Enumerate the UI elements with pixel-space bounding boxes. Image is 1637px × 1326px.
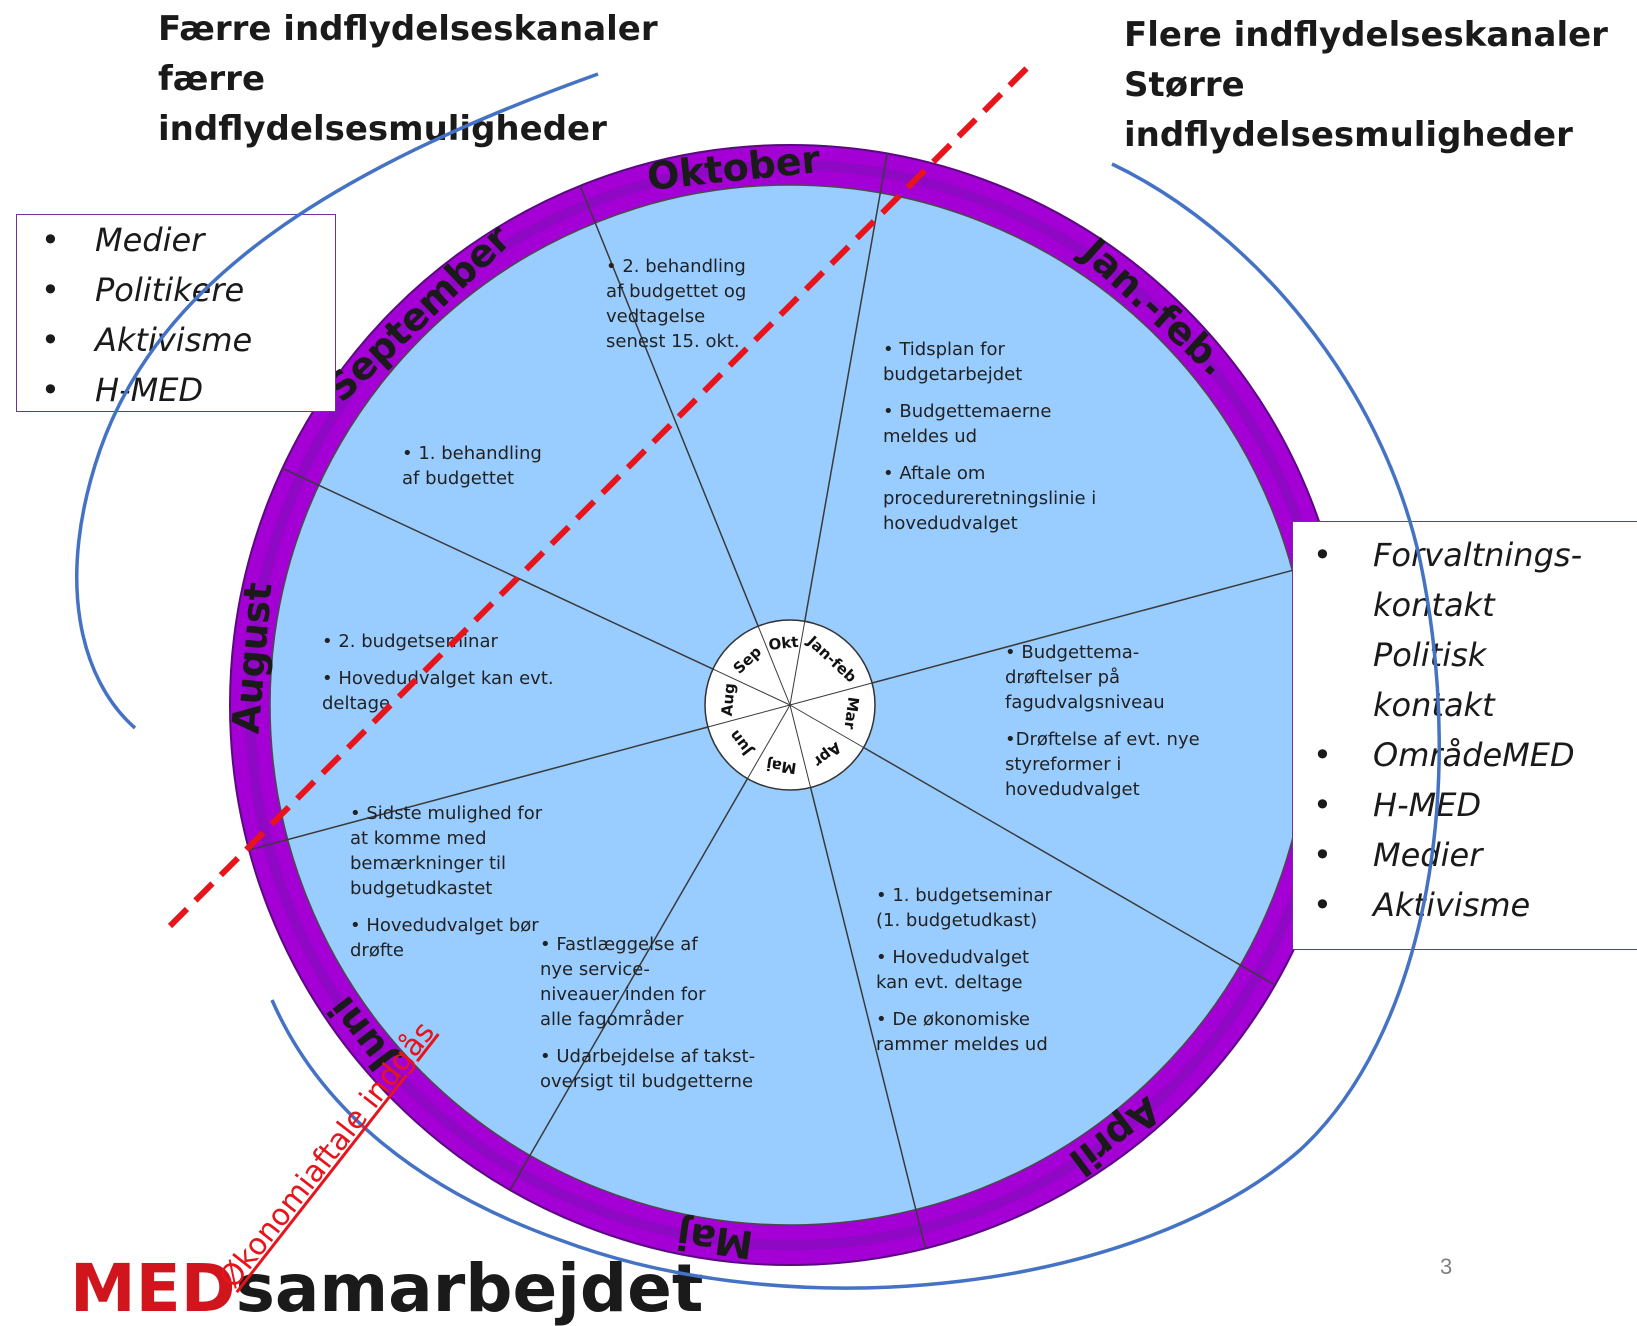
segment-janfeb-item: • Aftale om procedureretningslinie i hov… [883, 463, 1097, 534]
headline-right-line: Større [1124, 65, 1245, 105]
right-channel-label: Aktivisme [1373, 886, 1531, 924]
segment-marts-item: •Drøftelse af evt. nye styreformer i hov… [1005, 729, 1200, 800]
left-channel-label: Politikere [95, 271, 245, 309]
med-samarbejdet-logo: MEDsamarbejdet [70, 1250, 703, 1326]
hub-label: Okt [768, 633, 800, 654]
segment-janfeb-item: • Budgettemaerne meldes ud [883, 401, 1052, 447]
left-channel-label: Aktivisme [95, 321, 253, 359]
left-channel-item: • Medier [17, 215, 335, 265]
right-channel-item: • OmrådeMED [1293, 730, 1637, 780]
bullet-icon: • [41, 271, 60, 309]
right-channel-item: • H-MED [1293, 780, 1637, 830]
segment-september-text: • 1. behandling af budgettet [402, 441, 542, 503]
right-channel-label: OmrådeMED [1373, 736, 1575, 774]
right-channel-label: Politisk [1373, 636, 1487, 674]
headline-right-line: indflydelsesmuligheder [1124, 115, 1573, 155]
left-channel-item: • H-MED [17, 365, 335, 415]
right-channel-box: •Forvaltnings- kontakt Politisk kontakt … [1292, 521, 1637, 950]
segment-maj-item: • Udarbejdelse af takst- oversigt til bu… [540, 1046, 756, 1092]
segment-august-item: • 2. budgetseminar [322, 631, 498, 652]
logo-med: MED [70, 1250, 236, 1326]
segment-janfeb-item: • Tidsplan for budgetarbejdet [883, 339, 1023, 385]
right-channel-label: kontakt [1373, 586, 1495, 624]
right-channel-label: Forvaltnings- [1373, 536, 1583, 574]
right-channel-item: kontakt [1293, 680, 1637, 730]
bullet-icon: • [41, 321, 60, 359]
segment-august-text: • 2. budgetseminar • Hovedudvalget kan e… [322, 629, 554, 728]
right-channel-label: kontakt [1373, 686, 1495, 724]
segment-april-item: • 1. budgetseminar (1. budgetudkast) [876, 885, 1052, 931]
segment-oktober-item: • 2. behandling af budgettet og vedtagel… [606, 256, 747, 352]
bullet-icon: • [1313, 886, 1332, 924]
left-channel-label: H-MED [95, 371, 204, 409]
segment-april-item: • De økonomiske rammer meldes ud [876, 1009, 1048, 1055]
left-channel-box: • Medier • Politikere • Aktivisme • H-MED [16, 214, 336, 412]
logo-samarbejdet: samarbejdet [235, 1250, 704, 1326]
right-channel-label: H-MED [1373, 786, 1482, 824]
bullet-icon: • [41, 371, 60, 409]
page-number: 3 [1440, 1254, 1453, 1279]
right-channel-label: Medier [1373, 836, 1483, 874]
headline-left-line: færre [158, 59, 266, 99]
headline-right-line: Flere indflydelseskanaler [1124, 15, 1608, 55]
segment-marts-item: • Budgettema- drøftelser på fagudvalgsni… [1005, 642, 1165, 713]
right-channel-item: kontakt [1293, 580, 1637, 630]
right-channel-item: Politisk [1293, 630, 1637, 680]
right-channel-item: • Aktivisme [1293, 880, 1637, 930]
segment-marts-text: • Budgettema- drøftelser på fagudvalgsni… [1005, 640, 1200, 814]
headline-left: Færre indflydelseskanaler færre indflyde… [158, 4, 658, 154]
segment-juni-item: • Sidste mulighed for at komme med bemær… [350, 803, 543, 899]
bullet-icon: • [1313, 536, 1332, 574]
left-channel-item: • Aktivisme [17, 315, 335, 365]
segment-april-item: • Hovedudvalget kan evt. deltage [876, 947, 1030, 993]
bullet-icon: • [41, 221, 60, 259]
segment-janfeb-text: • Tidsplan for budgetarbejdet • Budgette… [883, 337, 1096, 548]
segment-juni-text: • Sidste mulighed for at komme med bemær… [350, 801, 542, 975]
right-channel-item: • Medier [1293, 830, 1637, 880]
left-channel-item: • Politikere [17, 265, 335, 315]
left-channel-label: Medier [95, 221, 205, 259]
segment-april-text: • 1. budgetseminar (1. budgetudkast) • H… [876, 883, 1052, 1069]
bullet-icon: • [1313, 786, 1332, 824]
headline-left-line: Færre indflydelseskanaler [158, 9, 658, 49]
segment-juni-item: • Hovedudvalget bør drøfte [350, 915, 539, 961]
right-channel-item: • Forvaltnings- [1293, 530, 1637, 580]
segment-oktober-text: • 2. behandling af budgettet og vedtagel… [606, 254, 746, 366]
segment-september-item: • 1. behandling af budgettet [402, 443, 542, 489]
headline-right: Flere indflydelseskanaler Større indflyd… [1124, 10, 1608, 160]
segment-maj-item: • Fastlæggelse af nye service- niveauer … [540, 934, 706, 1030]
segment-august-item: • Hovedudvalget kan evt. deltage [322, 668, 554, 714]
bullet-icon: • [1313, 836, 1332, 874]
bullet-icon: • [1313, 736, 1332, 774]
hub-label: Aug [718, 682, 739, 716]
headline-left-line: indflydelsesmuligheder [158, 109, 607, 149]
segment-maj-text: • Fastlæggelse af nye service- niveauer … [540, 932, 755, 1106]
